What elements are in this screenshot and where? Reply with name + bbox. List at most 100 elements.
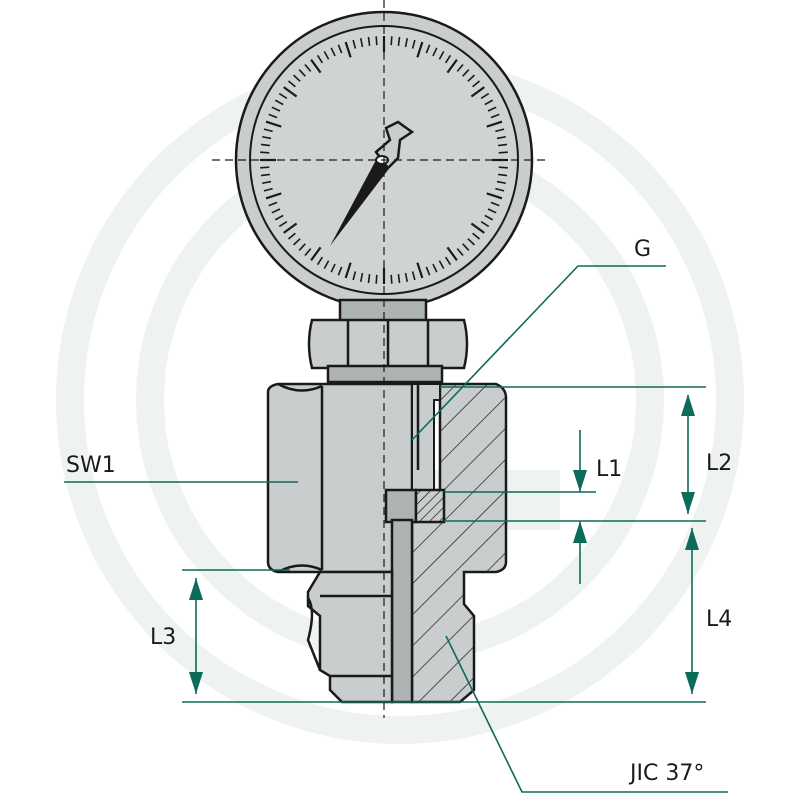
- gauge-tick: [425, 44, 431, 54]
- gauge-tick: [467, 238, 475, 246]
- gauge-tick: [375, 36, 378, 46]
- gauge-tick: [397, 36, 401, 47]
- gauge-tick: [486, 120, 503, 128]
- label-l2: L2: [706, 451, 732, 476]
- gauge-tick: [260, 143, 271, 147]
- gauge-tick: [462, 69, 470, 77]
- gauge-tick: [367, 36, 371, 47]
- gauge-stem: [338, 298, 428, 324]
- seal-ring-inner: [384, 488, 418, 524]
- gauge-tick: [495, 128, 505, 133]
- gauge-tick: [359, 272, 364, 282]
- gauge-tick: [352, 271, 357, 281]
- gauge-tick: [268, 113, 278, 119]
- gauge-tick: [298, 69, 306, 77]
- gauge-tick: [265, 192, 282, 200]
- gauge-tick: [271, 208, 281, 214]
- gauge-tick: [487, 208, 497, 214]
- gauge-tick: [330, 263, 336, 273]
- gauge-tick: [456, 63, 464, 72]
- gauge-tick: [283, 86, 298, 98]
- label-l1: L1: [596, 457, 622, 482]
- label-g: G: [634, 237, 651, 262]
- gauge-tick: [304, 248, 312, 257]
- nut-collar: [326, 364, 444, 384]
- gauge-tick: [404, 38, 409, 48]
- swivel-nut-sw1: [266, 382, 414, 574]
- gauge-tick: [446, 246, 458, 261]
- gauge-tick: [367, 273, 371, 284]
- gauge-tick: [438, 50, 445, 60]
- gauge-tick: [330, 47, 336, 57]
- gauge-tick: [278, 92, 288, 100]
- gauge-tick: [262, 180, 272, 185]
- gauge-tick: [323, 260, 330, 270]
- gauge-tick: [359, 38, 364, 48]
- gauge-tick: [404, 272, 409, 282]
- gauge-tick: [470, 222, 485, 234]
- gauge-tick: [298, 243, 306, 251]
- gauge-tick: [263, 187, 273, 192]
- gauge-tick: [337, 44, 343, 54]
- gauge-tick: [490, 201, 500, 207]
- label-jic-37: JIC 37°: [628, 761, 704, 786]
- gauge-tick: [446, 59, 458, 74]
- gauge-tick: [497, 173, 508, 177]
- gauge-tick: [498, 166, 508, 169]
- gauge-tick: [484, 214, 494, 221]
- gauge-tick: [304, 63, 312, 72]
- label-l4: L4: [706, 607, 732, 632]
- gauge-tick: [293, 238, 301, 246]
- gauge-tick: [310, 246, 322, 261]
- gauge-tick: [495, 187, 505, 192]
- gauge-tick: [375, 274, 378, 284]
- gauge-tick: [287, 232, 296, 240]
- gauge-tick: [490, 113, 500, 119]
- gauge-tick: [271, 106, 281, 112]
- gauge-tick: [444, 256, 452, 266]
- gauge-tick: [411, 39, 416, 49]
- gauge-tick: [287, 80, 296, 88]
- gauge-tick: [497, 143, 508, 147]
- jic-threaded-spigot: [306, 570, 394, 704]
- gauge-tick: [344, 262, 352, 279]
- gauge-tick: [274, 214, 284, 221]
- gauge-tick: [268, 201, 278, 207]
- gauge-hex-nut: [307, 318, 469, 370]
- gauge-tick: [444, 54, 452, 64]
- gauge-tick: [260, 151, 270, 154]
- gauge-tick: [432, 263, 438, 273]
- gauge-tick: [283, 222, 298, 234]
- gauge-tick: [344, 41, 352, 58]
- gauge-tick: [416, 262, 424, 279]
- gauge-tick: [432, 47, 438, 57]
- fitting-section: [410, 382, 508, 704]
- gauge-tick: [496, 135, 506, 140]
- gauge-tick: [487, 106, 497, 112]
- gauge-tick: [323, 50, 330, 60]
- gauge-tick: [310, 59, 322, 74]
- gauge-tick: [438, 260, 445, 270]
- gauge-needle: [330, 120, 415, 246]
- gauge-tick: [472, 232, 481, 240]
- gauge-tick: [467, 74, 475, 82]
- gauge-tick: [480, 220, 490, 228]
- gauge-tick: [260, 173, 271, 177]
- label-sw1: SW1: [66, 453, 116, 478]
- gauge-tick: [472, 80, 481, 88]
- gauge-tick: [316, 256, 324, 266]
- gauge-tick: [278, 220, 288, 228]
- gauge-tick: [262, 135, 272, 140]
- gauge-tick: [486, 192, 503, 200]
- dimension-lines: [64, 265, 728, 793]
- gauge-tick: [265, 120, 282, 128]
- gauge-tick: [411, 271, 416, 281]
- seal-ring-section: [414, 488, 446, 524]
- gauge-tick: [425, 266, 431, 276]
- gauge-tick: [484, 99, 494, 106]
- gauge-tick: [316, 54, 324, 64]
- gauge-tick: [260, 166, 270, 169]
- gauge-tick: [352, 39, 357, 49]
- gauge-tick: [337, 266, 343, 276]
